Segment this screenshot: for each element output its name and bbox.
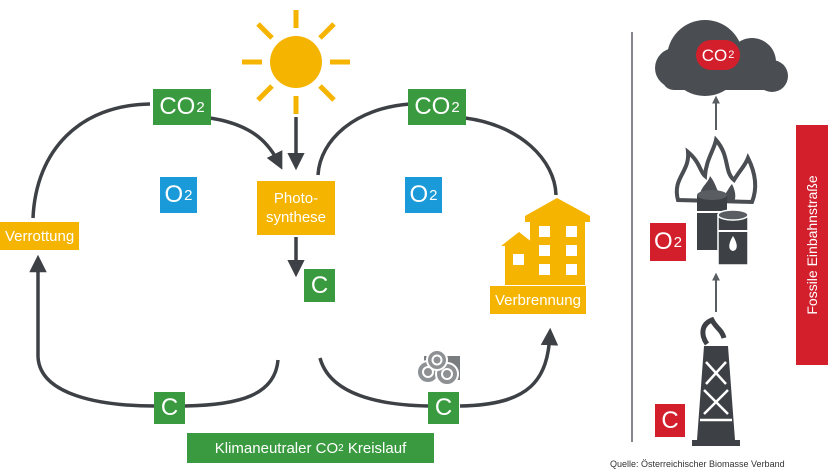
carbon-badge-bottom-right: C: [428, 392, 459, 424]
oil-derrick-icon: [692, 316, 740, 446]
wood-logs-icon: [416, 349, 460, 386]
sun-icon: [242, 10, 350, 114]
house-icon: [501, 198, 590, 285]
carbon-badge-bottom-left: C: [154, 392, 185, 424]
oil-barrels-icon: [697, 190, 749, 266]
source-caption: Quelle: Österreichischer Biomasse Verban…: [610, 459, 785, 469]
carbon-badge-center: C: [304, 269, 335, 302]
cycle-arrows: [29, 102, 559, 408]
photosynthesis-label: Photo- synthese: [257, 181, 335, 235]
cloud-icon: [655, 20, 788, 96]
fossil-carbon-badge: C: [655, 404, 685, 437]
combustion-label: Verbrennung: [490, 286, 586, 314]
fossil-one-way-label: Fossile Einbahnstraße: [796, 125, 828, 365]
decay-label: Verrottung: [0, 222, 80, 250]
